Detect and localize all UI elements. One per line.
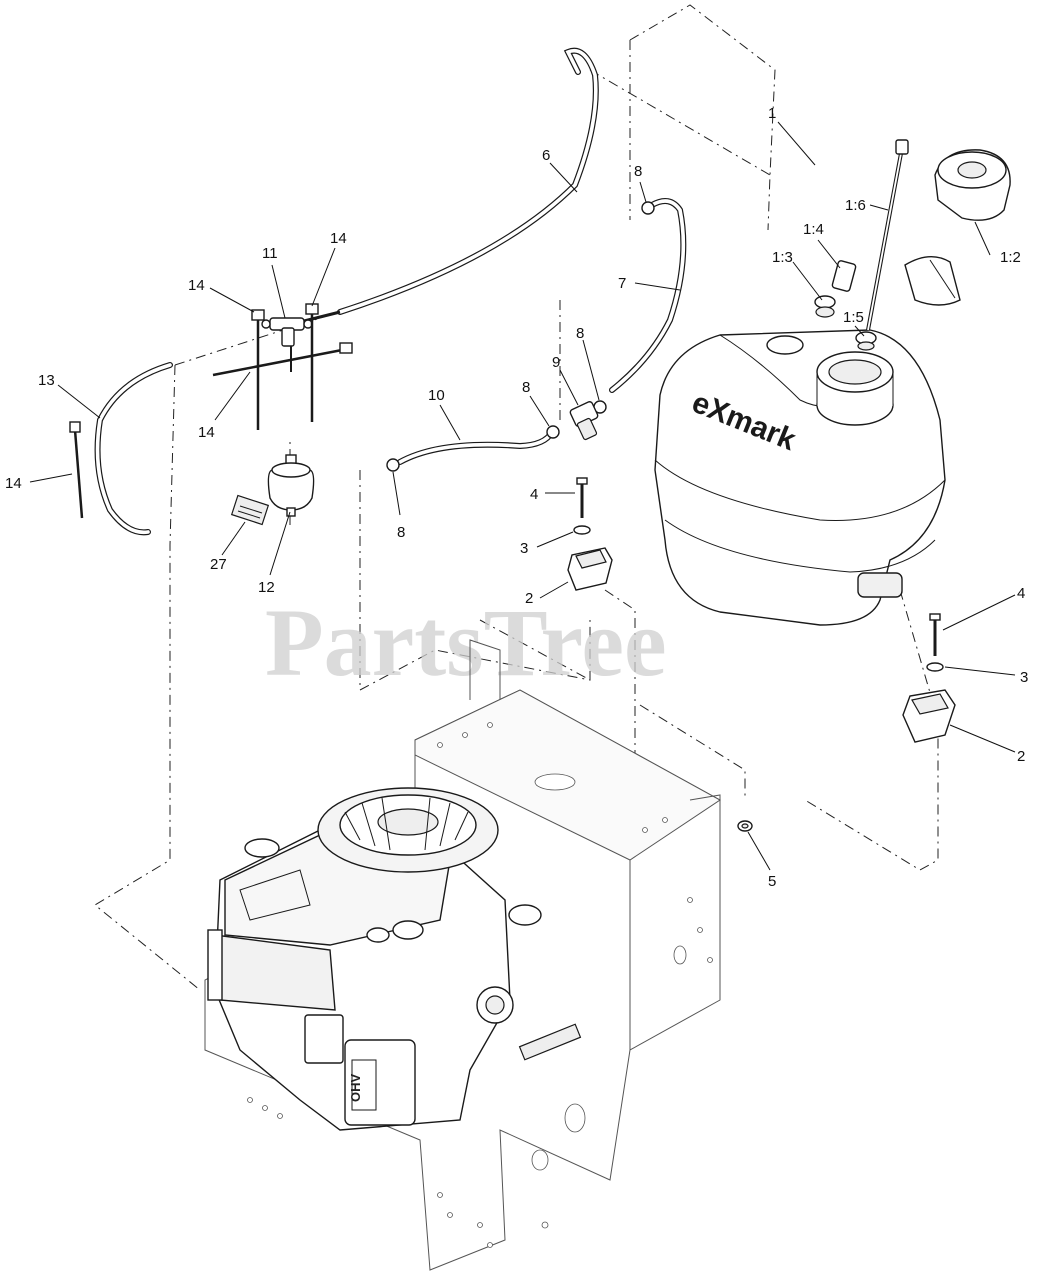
- hose-clamps: [386, 201, 655, 472]
- callout-1-5: 1:5: [843, 309, 864, 326]
- callout-1-3: 1:3: [772, 249, 793, 266]
- callout-1: 1: [768, 105, 776, 122]
- callout-8-mid: 8: [522, 379, 530, 396]
- engine: OHV: [207, 787, 542, 1131]
- callout-labels: 1 1:2 1:3 1:4 1:5 1:6 2 2 3 3 4 4 5 6 7 …: [5, 105, 1028, 890]
- callout-1-6: 1:6: [845, 197, 866, 214]
- fuel-shutoff-valve: [569, 401, 599, 441]
- callout-1-4: 1:4: [803, 221, 824, 238]
- callout-8-right: 8: [576, 325, 584, 342]
- callout-7: 7: [618, 275, 626, 292]
- watermark: PartsTree ™: [265, 589, 771, 696]
- callout-10: 10: [428, 387, 445, 404]
- callout-4-front: 4: [530, 486, 538, 503]
- callout-2-front: 2: [525, 590, 533, 607]
- tank-mount-rear: [902, 613, 956, 743]
- fuel-tank: eXmark: [654, 329, 946, 626]
- engine-valve-label: OHV: [348, 1074, 363, 1103]
- tank-mount-front: [567, 477, 613, 591]
- callout-12: 12: [258, 579, 275, 596]
- callout-8-top: 8: [634, 163, 642, 180]
- frame-holes: [247, 722, 713, 1248]
- callout-1-2: 1:2: [1000, 249, 1021, 266]
- callout-14-upper-right: 14: [330, 230, 347, 247]
- mount-nut: [737, 820, 753, 832]
- cable-ties: [69, 303, 353, 519]
- callout-3-rear: 3: [1020, 669, 1028, 686]
- callout-27: 27: [210, 556, 227, 573]
- callout-14-middle: 14: [198, 424, 215, 441]
- callout-6: 6: [542, 147, 550, 164]
- callout-9: 9: [552, 354, 560, 371]
- callout-13: 13: [38, 372, 55, 389]
- leader-lines: [29, 121, 1016, 871]
- callout-3-front: 3: [520, 540, 528, 557]
- filter-decal: [230, 494, 270, 526]
- engine-fan-fins: [344, 797, 469, 851]
- callout-11: 11: [262, 245, 278, 262]
- callout-4-rear: 4: [1017, 585, 1025, 602]
- tank-fittings: [814, 260, 857, 318]
- tee-fitting: [261, 317, 313, 347]
- fuel-cap: [904, 149, 1011, 306]
- fuel-gauge-rod: [855, 139, 909, 351]
- callout-5: 5: [768, 873, 776, 890]
- callout-14-left: 14: [5, 475, 22, 492]
- watermark-text: PartsTree: [265, 589, 667, 696]
- callout-8-left: 8: [397, 524, 405, 541]
- callout-14-upper-left: 14: [188, 277, 205, 294]
- fuel-hoses: [94, 47, 687, 536]
- callout-2-rear: 2: [1017, 748, 1025, 765]
- fuel-filter: [267, 346, 315, 517]
